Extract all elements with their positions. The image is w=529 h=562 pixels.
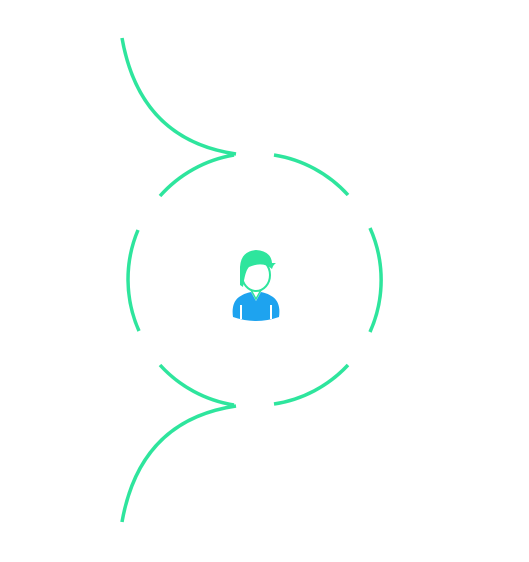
ring-segment-right	[368, 227, 383, 333]
user-avatar-icon	[232, 250, 280, 321]
top-connector-arc	[120, 37, 237, 156]
shirt-shape	[232, 292, 280, 321]
ring-segment-bottom-right	[273, 363, 350, 406]
ring-segment-top-left	[158, 153, 235, 198]
ring-segment-left	[126, 229, 141, 332]
hair-shape	[240, 250, 276, 287]
ring-segment-bottom-left	[158, 363, 235, 407]
ring-segment-top-right	[273, 153, 350, 197]
bottom-connector-arc	[120, 404, 237, 523]
